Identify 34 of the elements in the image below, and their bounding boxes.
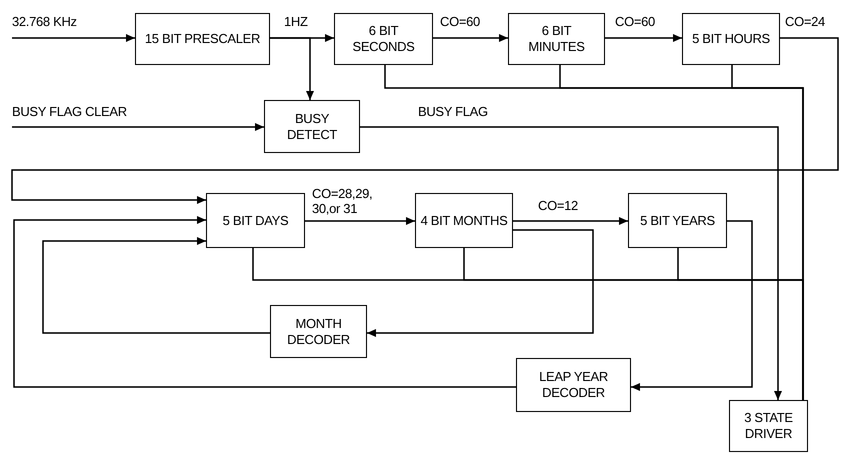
edge-label: 1HZ xyxy=(284,14,309,29)
arrow xyxy=(42,237,270,334)
process-box: 5 BIT YEARS xyxy=(628,193,727,248)
process-box: 4 BIT MONTHS xyxy=(415,193,513,248)
edge-label: 32.768 KHz xyxy=(12,14,78,29)
process-box: MONTH DECODER xyxy=(270,305,367,358)
arrow xyxy=(360,126,782,400)
arrow xyxy=(12,123,264,131)
process-box: 6 BIT SECONDS xyxy=(334,13,433,65)
arrow xyxy=(270,37,314,100)
edge-label: CO=24 xyxy=(785,14,826,29)
edge-label: CO=12 xyxy=(538,198,579,213)
arrow xyxy=(433,34,508,42)
edge-label: CO=28,29, 30,or 31 xyxy=(312,186,374,216)
arrow xyxy=(305,217,415,225)
edge-label: CO=60 xyxy=(440,14,481,29)
arrow xyxy=(11,37,839,204)
process-box: 3 STATE DRIVER xyxy=(729,400,808,452)
connector-line xyxy=(677,248,804,400)
process-box: 5 BIT HOURS xyxy=(682,13,780,65)
arrow xyxy=(13,216,516,388)
process-box: BUSY DETECT xyxy=(264,100,360,153)
edge-label: BUSY FLAG CLEAR xyxy=(12,104,128,119)
arrow xyxy=(367,229,594,337)
arrow xyxy=(12,34,135,42)
arrow xyxy=(513,217,628,225)
edge-label: CO=60 xyxy=(615,14,656,29)
process-box: 5 BIT DAYS xyxy=(206,193,305,248)
arrow xyxy=(605,34,682,42)
arrow xyxy=(631,220,753,391)
edge-label: BUSY FLAG xyxy=(418,104,489,119)
process-box: 15 BIT PRESCALER xyxy=(135,13,270,65)
process-box: 6 BIT MINUTES xyxy=(508,13,605,65)
process-box: LEAP YEAR DECODER xyxy=(516,358,631,412)
